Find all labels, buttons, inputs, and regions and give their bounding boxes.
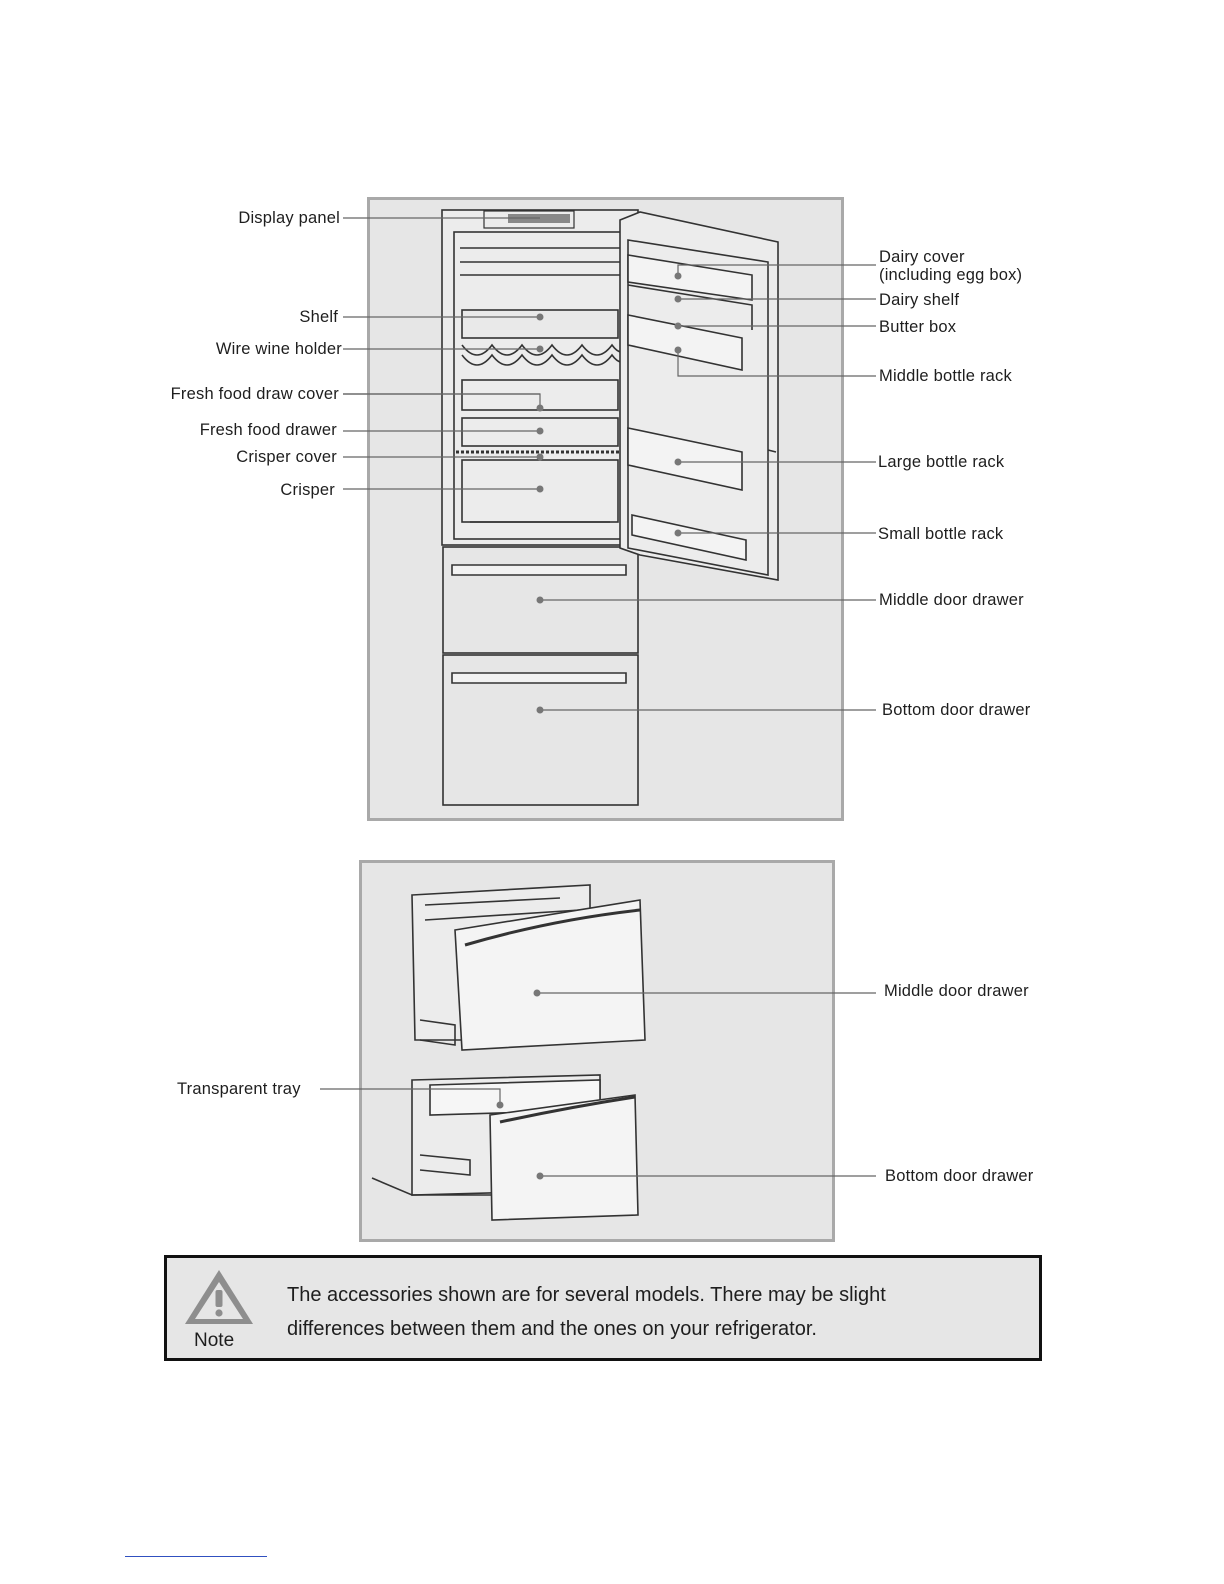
label-small-bottle-rack: Small bottle rack	[878, 525, 1004, 543]
label-dairy-cover: Dairy cover (including egg box)	[879, 248, 1022, 284]
label-fresh-food-draw-cover: Fresh food draw cover	[170, 385, 339, 403]
label-butter-box: Butter box	[879, 318, 957, 336]
note-line-1: The accessories shown are for several mo…	[287, 1284, 886, 1306]
label-dairy-cover-line1: Dairy cover	[879, 248, 965, 266]
note-label: Note	[194, 1330, 235, 1351]
drawers-illustration	[371, 884, 646, 1221]
label-middle-door-drawer-2: Middle door drawer	[884, 982, 1029, 1000]
label-dairy-cover-line2: (including egg box)	[879, 266, 1023, 284]
label-bottom-door-drawer-2: Bottom door drawer	[885, 1167, 1034, 1185]
warning-triangle-icon	[185, 1270, 253, 1324]
label-wire-wine-holder: Wire wine holder	[215, 340, 342, 358]
label-middle-door-drawer: Middle door drawer	[879, 591, 1024, 609]
note-line-2: differences between them and the ones on…	[287, 1318, 817, 1340]
label-middle-bottle-rack: Middle bottle rack	[879, 367, 1012, 385]
note-text: The accessories shown are for several mo…	[287, 1278, 886, 1346]
footnote-divider	[125, 1556, 267, 1557]
label-bottom-door-drawer: Bottom door drawer	[882, 701, 1031, 719]
label-crisper-cover: Crisper cover	[236, 448, 337, 466]
label-shelf: Shelf	[299, 308, 338, 326]
refrigerator-illustration	[441, 209, 779, 806]
label-crisper: Crisper	[280, 481, 335, 499]
label-fresh-food-drawer: Fresh food drawer	[199, 421, 337, 439]
note-box: Note The accessories shown are for sever…	[164, 1255, 1042, 1361]
label-transparent-tray: Transparent tray	[177, 1080, 301, 1098]
label-display-panel: Display panel	[238, 209, 340, 227]
label-dairy-shelf: Dairy shelf	[879, 291, 960, 309]
label-large-bottle-rack: Large bottle rack	[878, 453, 1005, 471]
